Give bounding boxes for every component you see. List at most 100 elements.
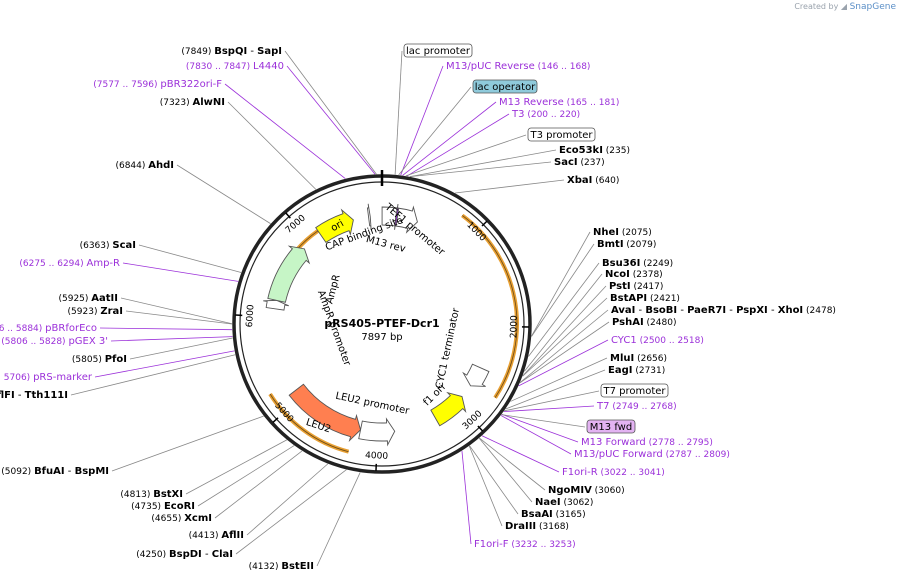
boxed-label-lac-operator[interactable]: lac operator [472,79,538,94]
plasmid-name: pRS405-PTEF-Dcr1 [324,317,439,330]
enzyme-site-bspdi[interactable]: (4250) BspDI - ClaI [136,549,233,560]
enzyme-site-bspqi[interactable]: (7849) BspQI - SapI [181,46,282,57]
scale-tick-label: 2000 [509,315,519,338]
feature-ampr-promoter[interactable] [263,299,289,311]
enzyme-position: (3168) [536,522,569,532]
primer-f1ori-r[interactable]: F1ori-R (3022 .. 3041) [562,467,665,478]
leader-line [94,350,235,378]
enzyme-name: ScaI [112,240,136,251]
enzyme-site-eco53ki[interactable]: Eco53kI (235) [559,145,630,156]
primer-range: (7830 .. 7847) [186,62,253,72]
primer-prs-marker[interactable]: (5687 .. 5706) pRS-marker [0,372,93,383]
enzyme-site-mlui[interactable]: MluI (2656) [610,353,667,364]
enzyme-name: BstAPI [610,293,647,304]
feature-cap-binding-site[interactable] [366,203,372,230]
label-text: lac operator [475,82,536,93]
enzyme-site-bstapi[interactable]: BstAPI (2421) [610,293,680,304]
enzyme-position: (6844) [115,161,148,171]
feature-tef1-promoter[interactable] [381,205,418,234]
primer-range: (5687 .. 5706) [0,373,33,383]
feature-m13-rev[interactable] [394,203,400,230]
enzyme-name: BspQI [214,46,247,57]
leader-line [501,414,586,428]
enzyme-site-psti[interactable]: PstI (2417) [609,281,663,292]
enzyme-site-avai[interactable]: AvaI - BsoBI - PaeR7I - PspXI - XhoI (24… [611,305,836,316]
enzyme-site-saci[interactable]: SacI (237) [554,157,605,168]
enzyme-site-draiii[interactable]: DraIII (3168) [505,521,569,532]
leader-line [394,50,403,175]
leader-line [405,134,527,177]
enzyme-site-pflfi[interactable]: (5663) PflFI - Tth111I [0,390,68,401]
primer-t7[interactable]: T7 (2749 .. 2768) [596,401,677,412]
enzyme-name: AflII [221,530,244,541]
enzyme-name: NheI [593,227,619,238]
enzyme-site-nhei[interactable]: NheI (2075) [593,227,652,238]
primer-m13-reverse[interactable]: M13 Reverse (165 .. 181) [499,97,619,108]
enzyme-site-bsu36i[interactable]: Bsu36I (2249) [602,258,673,269]
enzyme-name: PfoI [105,354,127,365]
primer-name: M13 Reverse [499,97,564,108]
feature-ampr[interactable] [267,245,311,303]
primer-m13-puc-reverse[interactable]: M13/pUC Reverse (146 .. 168) [446,61,590,72]
primer-m13-puc-forward[interactable]: M13/pUC Forward (2787 .. 2809) [574,449,730,460]
enzyme-site-aflii[interactable]: (4413) AflII [189,530,244,541]
primer-f1ori-f[interactable]: F1ori-F (3232 .. 3253) [474,539,576,550]
boxed-label-t7-promoter[interactable]: T7 promoter [600,383,669,398]
feature-f1-ori[interactable] [430,391,467,427]
enzyme-site-ecori[interactable]: (4735) EcoRI [131,501,195,512]
enzyme-name: NaeI [535,497,561,508]
enzyme-name: XcmI [184,513,212,524]
primer-m13-forward[interactable]: M13 Forward (2778 .. 2795) [581,437,713,448]
enzyme-site-ngomiv[interactable]: NgoMIV (3060) [548,485,625,496]
enzyme-site-xbai[interactable]: XbaI (640) [567,175,619,186]
enzyme-site-pshai[interactable]: PshAI (2480) [612,317,676,328]
enzyme-site-bfuai[interactable]: (5092) BfuAI - BspMI [1,466,109,477]
enzyme-position: (237) [578,158,605,168]
feature-leu2-promoter[interactable] [358,417,396,447]
primer-name: CYC1 [611,335,637,346]
enzyme-position: (2656) [634,354,667,364]
boxed-label-m13-fwd[interactable]: M13 fwd [586,419,636,434]
enzyme-name: BstXI [153,489,183,500]
enzyme-position: (2378) [630,270,663,280]
enzyme-site-ncoi[interactable]: NcoI (2378) [605,269,663,280]
boxed-label-lac-promoter[interactable]: lac promoter [403,43,473,58]
enzyme-site-scai[interactable]: (6363) ScaI [80,240,136,251]
enzyme-site-ahdi[interactable]: (6844) AhdI [115,160,174,171]
primer-l4440[interactable]: (7830 .. 7847) L4440 [186,61,284,72]
leader-line [468,445,503,527]
enzyme-site-eagi[interactable]: EagI (2731) [608,365,665,376]
leader-line [531,231,591,337]
enzyme-position: (4413) [189,531,222,541]
boxed-label-t3-promoter[interactable]: T3 promoter [527,127,596,142]
primer-pbrforeco[interactable]: (5866 .. 5884) pBRforEco [0,323,97,334]
enzyme-site-zrai[interactable]: (5923) ZraI [68,306,123,317]
enzyme-position: (2478) [803,306,836,316]
enzyme-site-bsaai[interactable]: BsaAI (3165) [521,509,586,520]
primer-name: Amp-R [87,258,121,269]
leader-line [519,309,609,383]
leader-line [479,437,546,491]
leader-line [400,65,444,176]
enzyme-site-bstxi[interactable]: (4813) BstXI [120,489,183,500]
enzyme-site-xcmi[interactable]: (4655) XcmI [151,513,212,524]
enzyme-site-alwni[interactable]: (7323) AlwNI [160,97,225,108]
primer-amp-r[interactable]: (6275 .. 6294) Amp-R [19,258,120,269]
enzyme-site-bmti[interactable]: BmtI (2079) [597,239,656,250]
primer-cyc1[interactable]: CYC1 (2500 .. 2518) [611,335,704,346]
enzyme-position: (3062) [561,498,594,508]
primer-range: (2500 .. 2518) [637,336,704,346]
enzyme-site-bsteii[interactable]: (4132) BstEII [249,561,314,572]
enzyme-site-naei[interactable]: NaeI (3062) [535,497,593,508]
plasmid-size: 7897 bp [361,332,402,343]
primer-t3[interactable]: T3 (200 .. 220) [511,109,580,120]
feature-cyc1-terminator[interactable] [462,363,490,387]
feature-ori[interactable] [315,208,354,244]
enzyme-site-pfoi[interactable]: (5805) PfoI [72,354,127,365]
feature-leu2[interactable] [288,383,362,443]
primer-name: F1ori-F [474,539,509,550]
enzyme-site-aatii[interactable]: (5925) AatII [58,293,118,304]
primer-pgex-3[interactable]: (5806 .. 5828) pGEX 3' [1,336,108,347]
primer-pbr322ori-f[interactable]: (7577 .. 7596) pBR322ori-F [93,79,222,90]
enzyme-name: BstEII [281,561,314,572]
